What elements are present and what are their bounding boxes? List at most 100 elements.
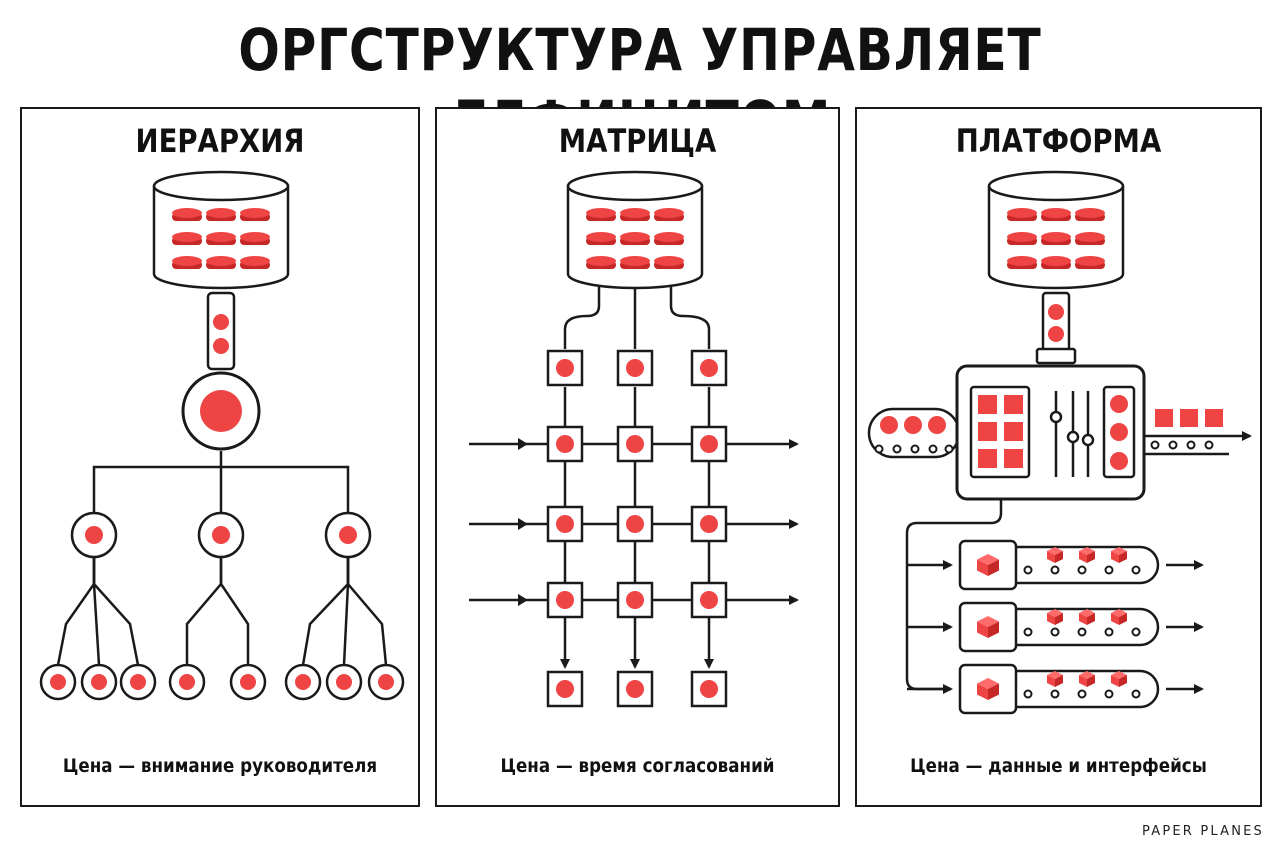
panel-caption-matrix: Цена — время согласований <box>500 755 775 777</box>
team-member-dot <box>336 674 352 690</box>
belt-roller <box>1131 565 1141 575</box>
matrix-node-dot <box>556 359 574 377</box>
resource-pill-top <box>1075 232 1105 242</box>
resource-pill-top <box>1075 208 1105 218</box>
service-modules <box>907 539 1204 715</box>
belt-roller <box>1077 627 1087 637</box>
panel-heading-matrix: МАТРИЦА <box>558 122 717 160</box>
resource-pool-icon <box>152 170 290 290</box>
row-entry-arrowheads <box>518 438 528 606</box>
hierarchy-diagram <box>39 170 405 701</box>
panel-heading-platform: ПЛАТФОРМА <box>955 122 1162 160</box>
resource-pill-top <box>240 256 270 266</box>
belt-roller <box>1131 689 1141 699</box>
belt-roller <box>1104 627 1114 637</box>
belt-roller <box>1077 565 1087 575</box>
output-cube-left <box>1047 675 1055 687</box>
resource-pill-top <box>654 208 684 218</box>
belt-roller <box>1050 689 1060 699</box>
matrix-node-dot <box>626 515 644 533</box>
matrix-node-dot <box>700 591 718 609</box>
belt-roller <box>1104 689 1114 699</box>
belt-roller <box>1077 689 1087 699</box>
module-cube-right <box>988 621 999 638</box>
team-member-dot <box>130 674 146 690</box>
module-cube-left <box>977 621 988 638</box>
team-member-dot <box>179 674 195 690</box>
matrix-node-dot <box>700 515 718 533</box>
output-cube-left <box>1079 675 1087 687</box>
matrix-node-dot <box>626 591 644 609</box>
output-cube-right <box>1055 551 1063 563</box>
hierarchy-connectors <box>56 451 388 666</box>
matrix-node-dot <box>556 435 574 453</box>
matrix-node-dot <box>626 435 644 453</box>
output-cube-right <box>1119 675 1127 687</box>
belt-roller <box>1131 627 1141 637</box>
belt-roller <box>1104 565 1114 575</box>
output-cube-right <box>1055 675 1063 687</box>
service-bus-connector <box>905 499 1003 691</box>
resource-pill-top <box>240 232 270 242</box>
team-member-dot <box>295 674 311 690</box>
resource-pill-top <box>1041 256 1071 266</box>
module-cube-left <box>977 683 988 700</box>
output-cube-right <box>1087 551 1095 563</box>
panel-caption-hierarchy: Цена — внимание руководителя <box>62 755 378 777</box>
resource-pill-top <box>206 256 236 266</box>
panel-hierarchy: ИЕРАРХИЯ <box>20 107 420 807</box>
top-manager-node <box>181 371 261 451</box>
matrix-node-dot <box>700 680 718 698</box>
matrix-node <box>616 670 654 708</box>
matrix-node <box>690 349 728 387</box>
resource-pill-top <box>1007 208 1037 218</box>
panel-matrix: МАТРИЦА <box>435 107 840 807</box>
resource-pill-top <box>586 256 616 266</box>
module-cube-right <box>988 559 999 576</box>
matrix-node-dot <box>700 359 718 377</box>
resource-pill-top <box>654 256 684 266</box>
resource-pool-icon <box>987 170 1125 290</box>
resource-pill-top <box>1007 256 1037 266</box>
matrix-node-dot <box>700 435 718 453</box>
resource-pill-top <box>206 232 236 242</box>
resource-pill-top <box>620 208 650 218</box>
team-member-nodes <box>39 663 405 701</box>
module-cube-right <box>988 683 999 700</box>
belt-roller <box>1050 565 1060 575</box>
resource-pill-top <box>1075 256 1105 266</box>
resource-pill-top <box>172 232 202 242</box>
resource-pill-top <box>654 232 684 242</box>
output-cube-left <box>1079 613 1087 625</box>
output-conveyor <box>1145 409 1252 456</box>
team-member-dot <box>91 674 107 690</box>
platform-diagram <box>867 170 1252 715</box>
resource-pill-top <box>586 208 616 218</box>
matrix-node-dot <box>626 680 644 698</box>
matrix-node-dot <box>556 680 574 698</box>
resource-pill-top <box>586 232 616 242</box>
resource-pill-top <box>240 208 270 218</box>
team-member-dot <box>50 674 66 690</box>
matrix-diagram <box>469 170 799 708</box>
resource-pill-top <box>1007 232 1037 242</box>
resource-pill-top <box>620 232 650 242</box>
resource-pill-top <box>172 256 202 266</box>
resource-pill-top <box>1041 208 1071 218</box>
belt-roller <box>1023 689 1033 699</box>
output-cube-left <box>1111 675 1119 687</box>
input-conveyor <box>867 407 961 459</box>
resource-pipe <box>1035 291 1077 365</box>
output-cube-left <box>1111 613 1119 625</box>
brand-logo: PAPER PLANES <box>1142 824 1264 839</box>
matrix-node <box>616 505 654 543</box>
output-cube-right <box>1087 613 1095 625</box>
matrix-node-dot <box>556 515 574 533</box>
output-cube-left <box>1047 551 1055 563</box>
belt-roller <box>1023 565 1033 575</box>
panel-platform: ПЛАТФОРМА <box>855 107 1262 807</box>
panel-caption-platform: Цена — данные и интерфейсы <box>910 755 1207 777</box>
resource-pill-top <box>620 256 650 266</box>
output-cube-left <box>1047 613 1055 625</box>
resource-pool-icon <box>566 170 704 290</box>
